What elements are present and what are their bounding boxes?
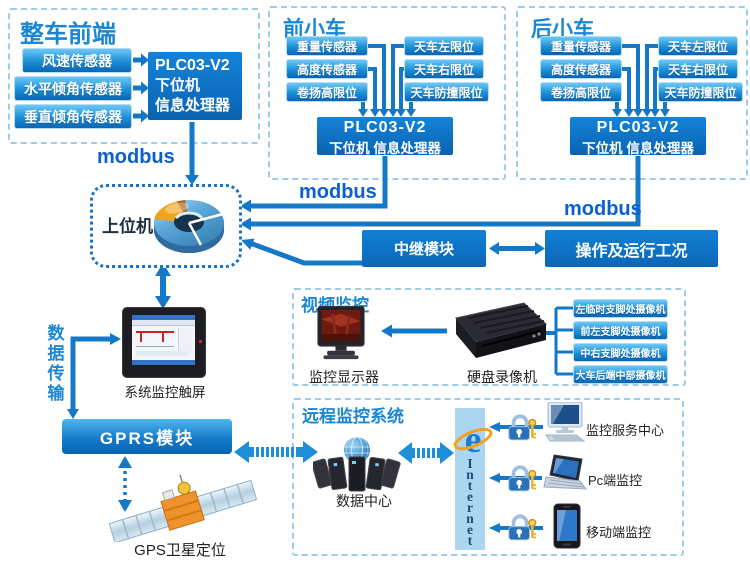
plc-vehicle-front: PLC03-V2 下位机 信息处理器 [148, 52, 242, 120]
plc-model: PLC03-V2 [343, 119, 427, 136]
monitor-icon [317, 306, 365, 360]
camera-item-4: 大车后端中部摄像机 [573, 365, 668, 384]
monitor-label: 监控显示器 [309, 369, 379, 385]
lock-icon-2 [508, 465, 537, 492]
internet-explorer-icon: e [453, 419, 493, 459]
smartphone-icon [553, 503, 581, 549]
group-vehicle-front [8, 8, 260, 144]
dvr-label: 硬盘录像机 [467, 369, 537, 385]
gps-label: GPS卫星定位 [134, 542, 226, 559]
touchscreen-label: 系统监控触屏 [124, 385, 206, 400]
datacenter-icon [313, 436, 401, 492]
ft-weight-sensor: 重量传感器 [286, 36, 368, 56]
group-title-rear-trolley: 后小车 [531, 18, 594, 41]
operation-status-box: 操作及运行工况 [545, 230, 718, 267]
desktop-computer-icon [545, 402, 586, 442]
endpoint-label-1: 监控服务中心 [586, 423, 665, 438]
group-title-remote: 远程监控系统 [302, 407, 404, 426]
group-title-vehicle-front: 整车前端 [20, 21, 116, 48]
host-computer-label: 上位机 [102, 217, 153, 236]
dvr-icon [455, 302, 547, 358]
lock-icon-1 [508, 414, 537, 441]
modbus-label-2: modbus [299, 181, 377, 203]
ft-hoist-limit: 卷扬高限位 [286, 82, 368, 102]
datacenter-label: 数据中心 [336, 493, 392, 509]
camera-item-3: 中右支脚处摄像机 [573, 343, 668, 362]
group-video-monitor [292, 288, 686, 386]
plc-model: PLC03-V2 [596, 119, 680, 136]
rt-hoist-limit: 卷扬高限位 [540, 82, 622, 102]
sensor-wind-speed: 风速传感器 [22, 48, 132, 73]
gps-satellite-icon [108, 474, 258, 542]
plc-line3: 信息处理器 [155, 97, 231, 114]
sensor-vertical-tilt: 垂直倾角传感器 [14, 104, 132, 129]
rt-height-sensor: 高度传感器 [540, 59, 622, 79]
ft-height-sensor: 高度传感器 [286, 59, 368, 79]
gprs-module-box: GPRS模块 [62, 419, 232, 454]
rt-weight-sensor: 重量传感器 [540, 36, 622, 56]
endpoint-label-2: Pc端监控 [588, 473, 643, 488]
endpoint-label-3: 移动端监控 [586, 525, 652, 540]
plc-front-trolley: PLC03-V2 下位机 信息处理器 [317, 117, 453, 156]
plc-line2: 下位机 [155, 77, 201, 94]
touchscreen-icon [122, 307, 206, 378]
camera-item-2: 前左支脚处摄像机 [573, 321, 668, 340]
lock-icon-3 [508, 514, 537, 541]
rt-right-limit: 天车右限位 [658, 59, 738, 79]
plc-rear-trolley: PLC03-V2 下位机 信息处理器 [570, 117, 706, 156]
plc-line2: 下位机 信息处理器 [329, 141, 441, 156]
ft-left-limit: 天车左限位 [404, 36, 484, 56]
laptop-icon [543, 454, 588, 490]
rt-left-limit: 天车左限位 [658, 36, 738, 56]
sensor-horizontal-tilt: 水平倾角传感器 [14, 76, 132, 101]
group-rear-trolley [516, 6, 748, 180]
group-remote-system [292, 398, 684, 556]
ft-right-limit: 天车右限位 [404, 59, 484, 79]
ft-anticollision-limit: 天车防撞限位 [404, 82, 489, 102]
group-title-front-trolley: 前小车 [283, 18, 346, 41]
camera-item-1: 左临时支脚处摄像机 [573, 299, 668, 318]
plc-model: PLC03-V2 [155, 57, 230, 74]
plc-line2: 下位机 信息处理器 [582, 141, 694, 156]
rt-anticollision-limit: 天车防撞限位 [658, 82, 743, 102]
pie-chart-icon [154, 200, 224, 253]
svg-text:e: e [465, 419, 482, 459]
modbus-label-1: modbus [97, 146, 175, 168]
modbus-label-3: modbus [564, 198, 642, 220]
data-transfer-label: 数据传输 [47, 324, 65, 403]
relay-module-box: 中继模块 [362, 230, 486, 267]
